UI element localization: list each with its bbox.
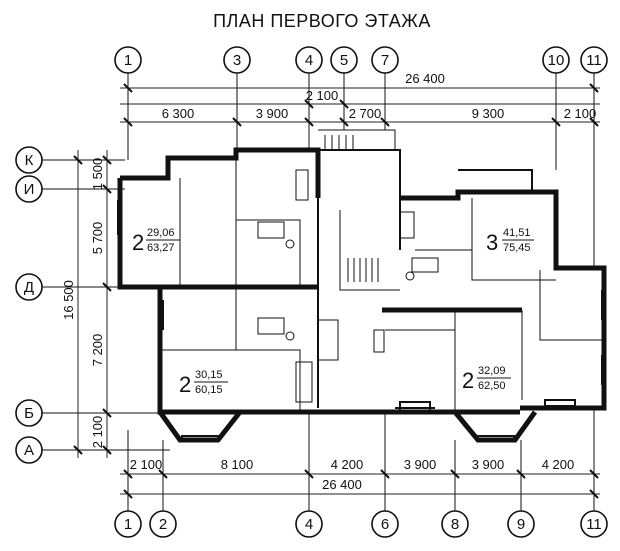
axis-marker-bottom-9: 9 <box>507 510 535 538</box>
dim-top-total: 26 400 <box>405 71 445 86</box>
top-axis-markers: 1 3 4 5 7 10 11 <box>114 46 608 74</box>
dim-left-part: 7 200 <box>90 334 105 367</box>
plan-title: ПЛАН ПЕРВОГО ЭТАЖА <box>213 11 431 31</box>
axis-label: 7 <box>381 52 389 69</box>
dim-bottom-upper: 3 900 <box>472 457 505 472</box>
dim-left-part: 1 500 <box>90 158 105 191</box>
axis-label: 6 <box>381 516 389 533</box>
axis-marker-top-11: 11 <box>580 46 608 74</box>
apartment-room-count: 2 <box>462 368 474 393</box>
axis-marker-top-7: 7 <box>371 46 399 74</box>
axis-marker-left-a: А <box>15 436 43 464</box>
dim-top-upper: 2 100 <box>306 88 339 103</box>
bottom-dimensions: 2 100 8 100 4 200 3 900 3 900 4 200 26 4… <box>120 457 600 499</box>
axis-marker-bottom-1: 1 <box>114 510 142 538</box>
dim-bottom-upper: 4 200 <box>542 457 575 472</box>
axis-label: 11 <box>586 516 602 533</box>
axis-label: 1 <box>124 516 132 533</box>
left-dimensions: 16 500 1 500 5 700 7 200 2 100 <box>61 150 112 458</box>
dim-bottom-upper: 2 100 <box>130 457 163 472</box>
dim-top-lower: 6 300 <box>162 106 195 121</box>
axis-label: 9 <box>517 516 525 533</box>
axis-marker-top-3: 3 <box>223 46 251 74</box>
dim-bottom-upper: 3 900 <box>404 457 437 472</box>
dim-top-lower: 3 900 <box>256 106 289 121</box>
axis-marker-bottom-8: 8 <box>441 510 469 538</box>
apartment-total-area: 75,45 <box>503 242 531 254</box>
dim-left-total: 16 500 <box>61 280 76 320</box>
apartment-label-4: 2 32,09 62,50 <box>462 365 511 393</box>
axis-marker-bottom-2: 2 <box>149 510 177 538</box>
axis-marker-bottom-6: 6 <box>371 510 399 538</box>
dim-bottom-upper: 8 100 <box>221 457 254 472</box>
axis-marker-left-k: К <box>15 146 43 174</box>
apartment-living-area: 41,51 <box>503 227 531 239</box>
axis-label: Б <box>24 405 34 422</box>
apartment-living-area: 32,09 <box>478 365 506 377</box>
axis-label: 1 <box>124 52 132 69</box>
dim-top-lower: 9 300 <box>472 106 505 121</box>
axis-marker-top-10: 10 <box>542 46 570 74</box>
axis-marker-left-i: И <box>15 175 43 203</box>
axis-marker-left-d: Д <box>15 273 43 301</box>
apartment-total-area: 60,15 <box>195 384 223 396</box>
dim-bottom-total: 26 400 <box>322 477 362 492</box>
building-outline <box>117 129 607 443</box>
apartment-living-area: 29,06 <box>147 227 175 239</box>
axis-marker-bottom-4: 4 <box>295 510 323 538</box>
axis-label: 2 <box>159 516 167 533</box>
axis-label: А <box>24 442 34 459</box>
apartment-label-2: 3 41,51 75,45 <box>486 227 534 255</box>
axis-marker-top-1: 1 <box>114 46 142 74</box>
apartment-room-count: 2 <box>132 230 144 255</box>
dim-left-part: 5 700 <box>90 222 105 255</box>
bottom-axis-markers: 1 2 4 6 8 9 11 <box>114 510 608 538</box>
axis-label: 4 <box>305 52 313 69</box>
apartment-label-3: 2 30,15 60,15 <box>179 369 228 397</box>
axis-marker-top-4: 4 <box>295 46 323 74</box>
axis-label: 11 <box>586 52 602 69</box>
axis-label: 10 <box>548 52 565 69</box>
apartment-room-count: 2 <box>179 372 191 397</box>
apartment-total-area: 63,27 <box>147 242 175 254</box>
axis-label: К <box>25 152 34 169</box>
axis-label: 5 <box>340 52 348 69</box>
axis-label: Д <box>24 279 34 296</box>
axis-label: 4 <box>305 516 313 533</box>
apartment-label-1: 2 29,06 63,27 <box>132 227 180 255</box>
axis-marker-top-5: 5 <box>330 46 358 74</box>
dim-left-part: 2 100 <box>90 416 105 449</box>
axis-label: 8 <box>451 516 459 533</box>
left-axis-markers: К И Д Б А <box>15 146 43 464</box>
axis-label: И <box>24 181 35 198</box>
top-dimensions: 26 400 2 100 6 300 3 900 2 700 9 300 2 1… <box>120 71 600 127</box>
apartment-living-area: 30,15 <box>195 369 223 381</box>
dim-bottom-upper: 4 200 <box>331 457 364 472</box>
apartment-total-area: 62,50 <box>478 380 506 392</box>
axis-label: 3 <box>233 52 241 69</box>
axis-marker-left-b: Б <box>15 399 43 427</box>
dim-top-lower: 2 100 <box>564 106 597 121</box>
axis-marker-bottom-11: 11 <box>580 510 608 538</box>
apartment-room-count: 3 <box>486 230 498 255</box>
dim-top-lower: 2 700 <box>349 106 382 121</box>
